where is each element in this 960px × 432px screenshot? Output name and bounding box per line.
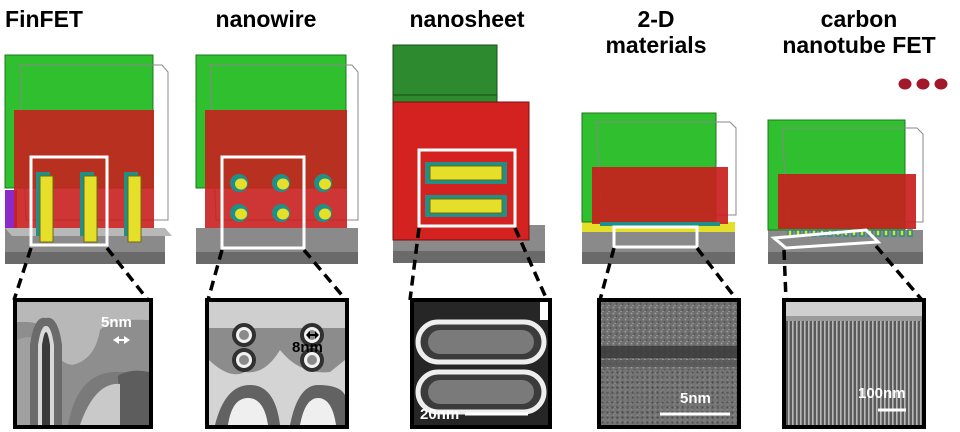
title-2d-line2: materials: [605, 32, 706, 58]
tem-panel-nanosheet: 20nm: [412, 300, 550, 427]
tem-panel-finfet: 5nm: [15, 300, 151, 427]
title-cnt-line1: carbon: [821, 6, 898, 32]
finfet-device: [5, 55, 172, 264]
cnt-zoom-line-left: [784, 250, 786, 300]
nanowire-device: [196, 55, 358, 264]
tem-panel-nanowire: 8nm: [207, 300, 347, 427]
scale-label-nanowire: 8nm: [292, 339, 323, 356]
scale-label-2d: 5nm: [680, 390, 711, 407]
title-nanosheet: nanosheet: [409, 6, 524, 32]
2d-device: [582, 113, 736, 264]
scale-label-cnt: 100nm: [858, 385, 906, 402]
title-2d-line1: 2-D: [637, 6, 674, 32]
tem-panel-cnt: 100nm: [784, 300, 924, 427]
tem-panel-2d: 5nm: [599, 300, 739, 427]
title-cnt-line2: nanotube FET: [782, 32, 935, 58]
ellipsis-dots: [899, 79, 948, 90]
cnt-device: [768, 120, 923, 264]
nanosheet-device: [393, 45, 545, 263]
scale-label-nanosheet: 20nm: [420, 406, 459, 423]
title-nanowire: nanowire: [216, 6, 317, 32]
title-finfet: FinFET: [5, 6, 83, 32]
scale-label-finfet: 5nm: [101, 314, 132, 331]
